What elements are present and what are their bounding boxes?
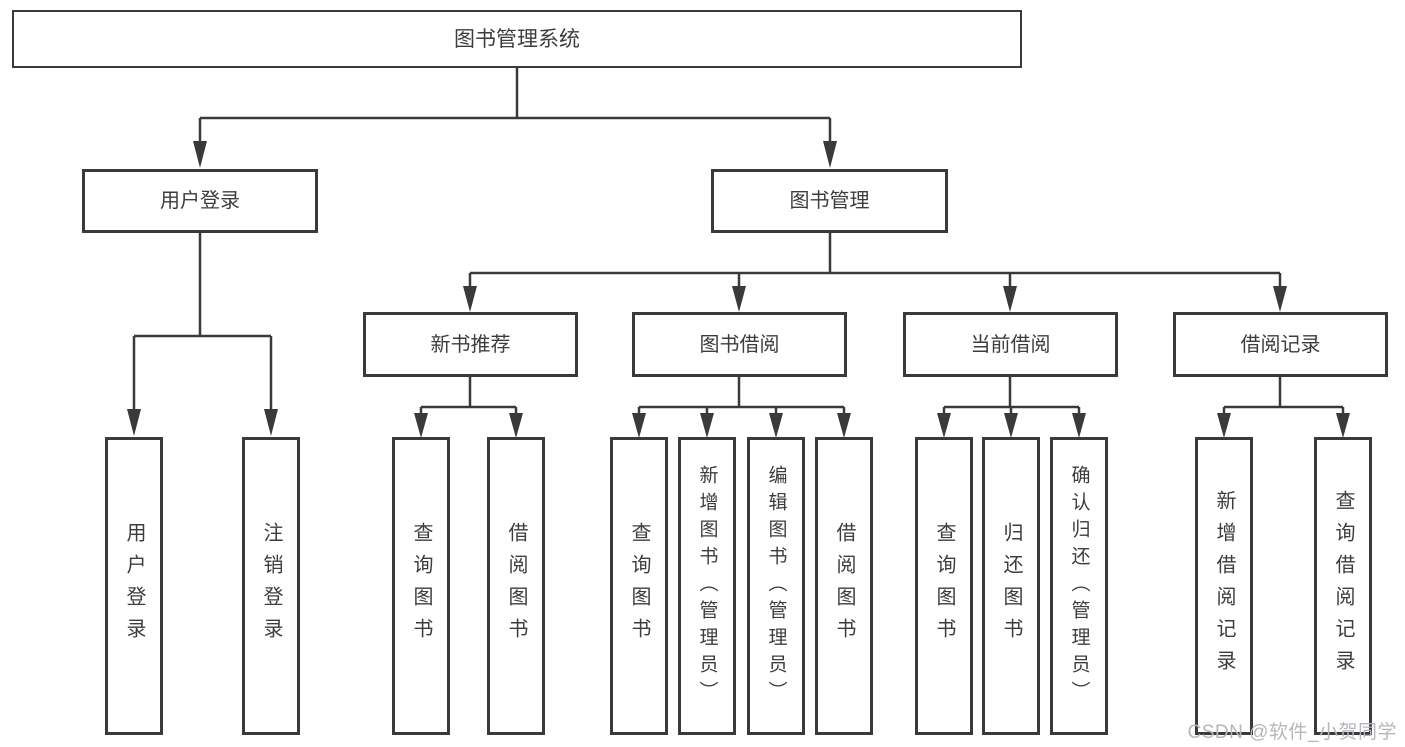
leaf-edit-book-admin-label: 编辑图书（管理员）: [765, 464, 787, 708]
leaf-add-borrow-record: 新增借阅记录: [1195, 437, 1253, 735]
leaf-borrow-books-recommend-label: 借阅图书: [505, 522, 527, 650]
node-user-login-label: 用户登录: [160, 190, 240, 212]
leaf-query-books-borrow-label: 查询图书: [628, 522, 650, 650]
leaf-return-book: 归还图书: [982, 437, 1040, 735]
csdn-watermark: CSDN @软件_小贺同学: [1187, 722, 1397, 743]
leaf-query-books-recommend: 查询图书: [392, 437, 450, 735]
node-book-borrow-label: 图书借阅: [699, 333, 780, 356]
node-book-borrow: 图书借阅: [632, 312, 847, 377]
leaf-query-books-current: 查询图书: [915, 437, 973, 735]
node-new-book-recommend-label: 新书推荐: [430, 333, 511, 356]
leaf-confirm-return-admin: 确认归还（管理员）: [1050, 437, 1108, 735]
leaf-add-borrow-record-label: 新增借阅记录: [1213, 490, 1235, 682]
leaf-confirm-return-admin-label: 确认归还（管理员）: [1068, 464, 1090, 708]
leaf-user-login-label: 用户登录: [123, 522, 145, 650]
node-new-book-recommend: 新书推荐: [363, 312, 578, 377]
leaf-query-books-current-label: 查询图书: [933, 522, 955, 650]
leaf-user-login: 用户登录: [105, 437, 163, 735]
leaf-logout-label: 注销登录: [260, 522, 282, 650]
node-borrow-records: 借阅记录: [1173, 312, 1388, 377]
node-borrow-records-label: 借阅记录: [1240, 333, 1321, 356]
node-user-login: 用户登录: [82, 169, 318, 233]
leaf-add-book-admin-label: 新增图书（管理员）: [696, 464, 718, 708]
node-current-borrow-label: 当前借阅: [970, 333, 1051, 356]
leaf-query-borrow-record: 查询借阅记录: [1314, 437, 1372, 735]
leaf-query-borrow-record-label: 查询借阅记录: [1332, 490, 1354, 682]
leaf-logout: 注销登录: [242, 437, 300, 735]
leaf-query-books-borrow: 查询图书: [610, 437, 668, 735]
node-current-borrow: 当前借阅: [903, 312, 1118, 377]
node-book-management-label: 图书管理: [789, 190, 870, 212]
leaf-borrow-books: 借阅图书: [815, 437, 873, 735]
node-library-system-label: 图书管理系统: [454, 27, 580, 51]
node-book-management: 图书管理: [711, 169, 948, 233]
leaf-query-books-recommend-label: 查询图书: [410, 522, 432, 650]
node-library-system: 图书管理系统: [12, 10, 1022, 68]
leaf-return-book-label: 归还图书: [1000, 522, 1022, 650]
leaf-borrow-books-label: 借阅图书: [833, 522, 855, 650]
leaf-borrow-books-recommend: 借阅图书: [487, 437, 545, 735]
leaf-edit-book-admin: 编辑图书（管理员）: [747, 437, 805, 735]
leaf-add-book-admin: 新增图书（管理员）: [678, 437, 736, 735]
